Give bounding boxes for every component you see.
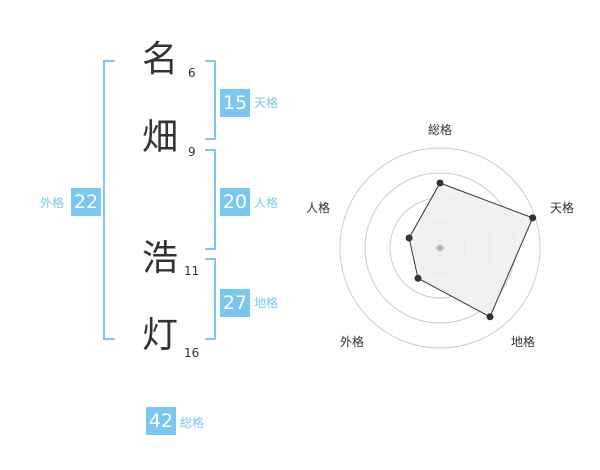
tenkaku-bracket-top bbox=[205, 60, 216, 62]
radar-point-5 bbox=[405, 234, 413, 242]
jinkaku-bracket-spine bbox=[214, 149, 216, 250]
jinkaku-label: 人格 bbox=[254, 196, 279, 210]
tenkaku-bracket-bottom bbox=[205, 138, 216, 140]
radar-point-2 bbox=[529, 214, 537, 222]
tenkaku-bracket-spine bbox=[214, 60, 216, 140]
gaikaku-value: 22 bbox=[71, 188, 101, 216]
radar-point-4 bbox=[414, 274, 422, 282]
chikaku-value: 27 bbox=[220, 289, 250, 317]
radar-axis-label-jinkaku: 人格 bbox=[306, 201, 331, 215]
given-char-1: 浩 bbox=[141, 238, 178, 279]
gaikaku-bracket-top bbox=[103, 60, 115, 62]
surname-char-1: 名 bbox=[141, 39, 178, 80]
jinkaku-value: 20 bbox=[220, 188, 250, 216]
chikaku-bracket-spine bbox=[214, 258, 216, 340]
gaikaku-label: 外格 bbox=[40, 196, 65, 210]
given-char-1-strokes: 11 bbox=[184, 264, 200, 278]
radar-axis-label-chikaku: 地格 bbox=[511, 335, 536, 349]
surname-char-1-strokes: 6 bbox=[188, 66, 196, 80]
given-char-2-strokes: 16 bbox=[184, 346, 200, 360]
radar-point-3 bbox=[486, 313, 494, 321]
jinkaku-bracket-top bbox=[205, 149, 216, 151]
radar-point-1 bbox=[436, 179, 444, 187]
gaikaku-bracket-spine bbox=[103, 60, 105, 340]
chikaku-bracket-bottom bbox=[205, 338, 216, 340]
tenkaku-value: 15 bbox=[220, 89, 250, 117]
radar-axis-label-tenkaku: 天格 bbox=[550, 201, 575, 215]
jinkaku-bracket-bottom bbox=[205, 248, 216, 250]
surname-char-2: 畑 bbox=[141, 117, 178, 158]
chikaku-bracket-top bbox=[205, 258, 216, 260]
radar-ring-4 bbox=[339, 147, 541, 349]
soukaku-value: 42 bbox=[146, 407, 176, 435]
radar-axis-label-soukaku: 総格 bbox=[428, 123, 453, 137]
soukaku-label: 総格 bbox=[180, 416, 205, 430]
tenkaku-label: 天格 bbox=[254, 96, 279, 110]
given-char-2: 灯 bbox=[141, 315, 178, 356]
radar-data-polygon bbox=[408, 182, 534, 318]
gaikaku-bracket-bottom bbox=[103, 338, 115, 340]
radar-center-dot bbox=[436, 244, 444, 252]
chikaku-label: 地格 bbox=[254, 296, 279, 310]
surname-char-2-strokes: 9 bbox=[188, 145, 196, 159]
radar-axis-label-gaikaku: 外格 bbox=[340, 335, 365, 349]
